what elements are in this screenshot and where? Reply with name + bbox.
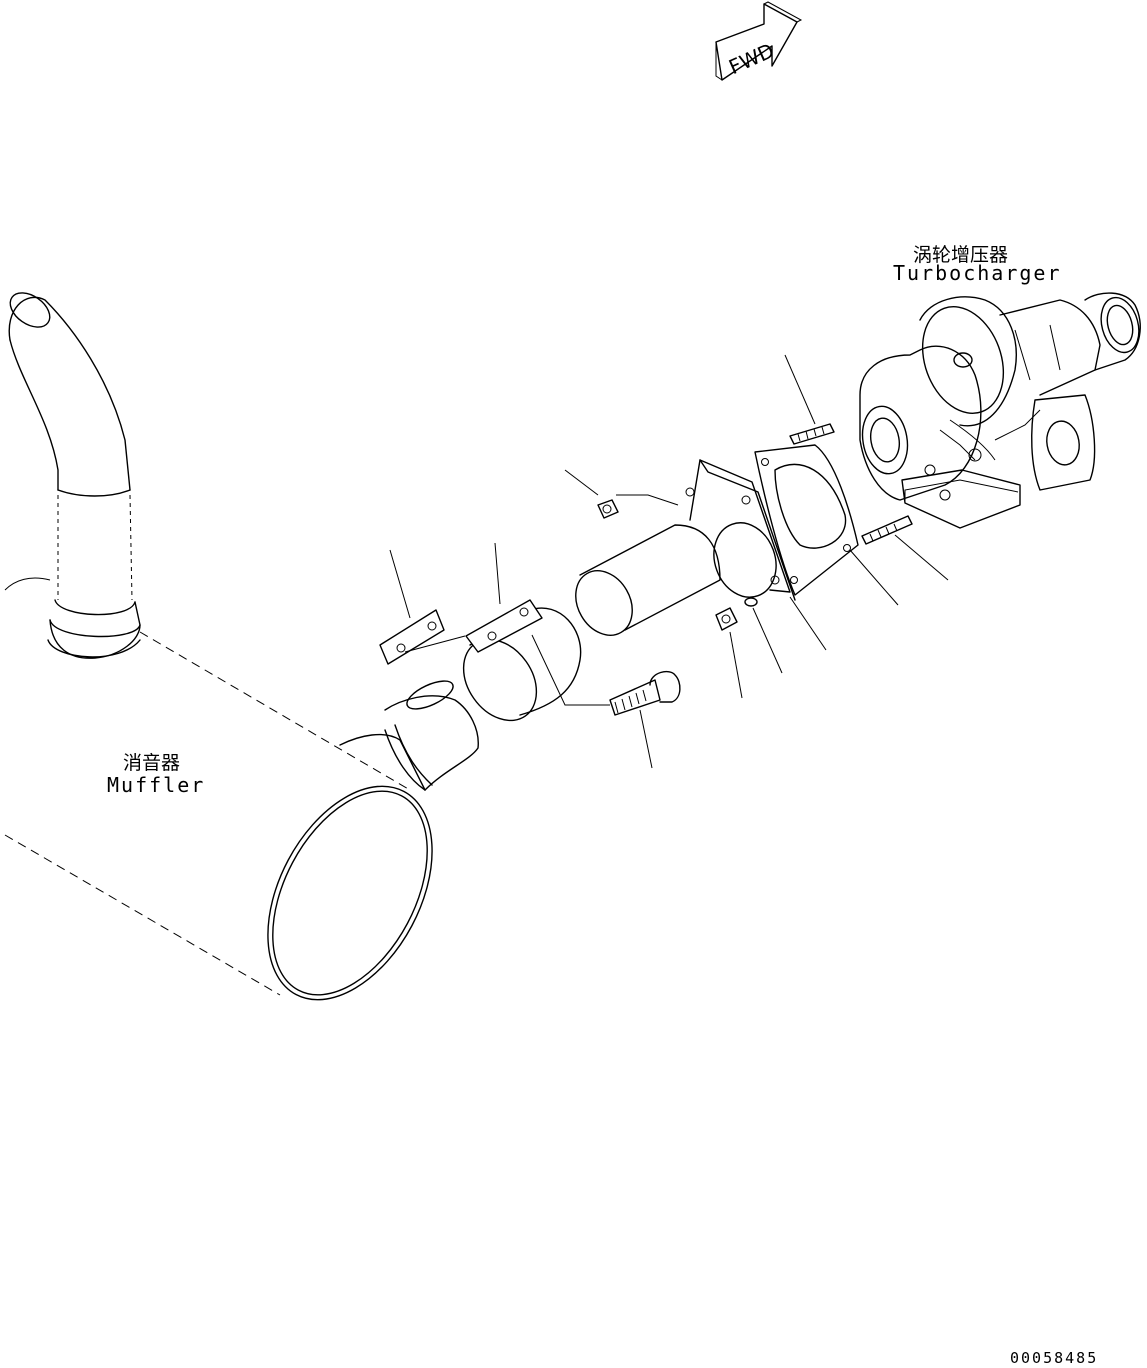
- washer: [744, 597, 783, 674]
- muffler-label-english: Muffler: [107, 773, 206, 797]
- turbocharger: [859, 292, 1141, 529]
- bolt: [609, 670, 681, 769]
- drawing-number: 00058485: [1010, 1349, 1099, 1367]
- muffler-label-chinese: 消音器: [123, 752, 181, 774]
- exhaust-tube: [575, 459, 796, 636]
- turbocharger-label-chinese: 涡轮增压器: [913, 244, 1009, 266]
- gasket: [754, 444, 859, 651]
- clamp: [462, 542, 610, 722]
- turbocharger-label-english: Turbocharger: [893, 261, 1062, 285]
- nut-upper: [564, 469, 619, 519]
- stud-lower: [849, 515, 949, 606]
- stud-upper: [784, 354, 835, 445]
- forward-direction-arrow-icon: FWD: [715, 1, 803, 81]
- exhaust-pipe-elbow: [4, 292, 141, 659]
- clamp-plate: [379, 549, 466, 665]
- nut-lower: [715, 607, 743, 699]
- muffler: [4, 631, 479, 1001]
